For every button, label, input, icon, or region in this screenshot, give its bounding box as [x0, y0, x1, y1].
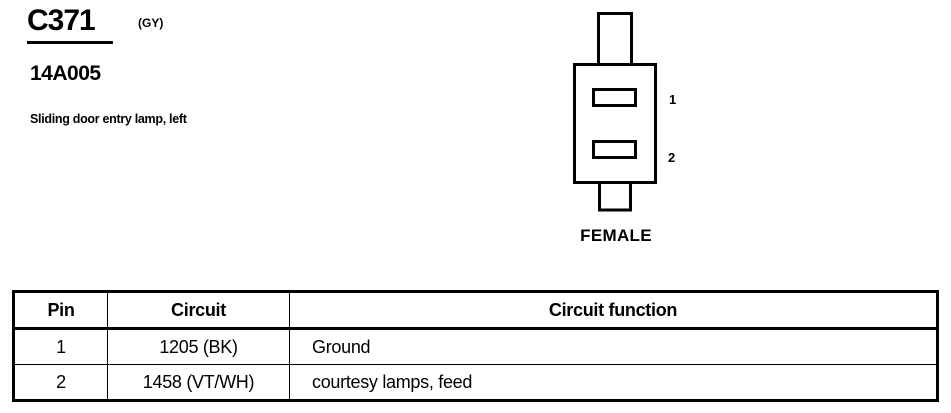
connector-face-diagram: 1 2 [573, 12, 676, 212]
pin-cell: 1 [13, 328, 108, 365]
circuit-cell: 1458 (VT/WH) [107, 364, 290, 401]
pinout-table: Pin Circuit Circuit function 1 1205 (BK)… [12, 290, 939, 402]
column-header-circuit: Circuit [107, 291, 290, 330]
connector-top-latch [597, 12, 633, 67]
connector-bottom-latch [598, 178, 632, 212]
part-number: 14A005 [30, 62, 101, 85]
connector-description: Sliding door entry lamp, left [30, 112, 187, 126]
pin-number-label: 1 [669, 92, 676, 107]
pin-cavity-1 [592, 88, 637, 107]
connector-color-code: (GY) [138, 16, 164, 30]
pin-cavity-2 [592, 140, 637, 159]
pin-number-label: 2 [668, 150, 675, 165]
function-cell: Ground [289, 328, 938, 365]
table-row: 2 1458 (VT/WH) courtesy lamps, feed [13, 364, 938, 401]
title-underline [27, 41, 113, 44]
circuit-cell: 1205 (BK) [107, 328, 290, 365]
connector-id: C371 [27, 4, 96, 37]
connector-body [573, 63, 657, 184]
table-header-row: Pin Circuit Circuit function [13, 291, 938, 330]
function-cell: courtesy lamps, feed [289, 364, 938, 401]
column-header-function: Circuit function [289, 291, 938, 330]
column-header-pin: Pin [13, 291, 108, 330]
connector-gender-label: FEMALE [580, 226, 652, 245]
pin-cell: 2 [13, 364, 108, 401]
table-row: 1 1205 (BK) Ground [13, 328, 938, 365]
